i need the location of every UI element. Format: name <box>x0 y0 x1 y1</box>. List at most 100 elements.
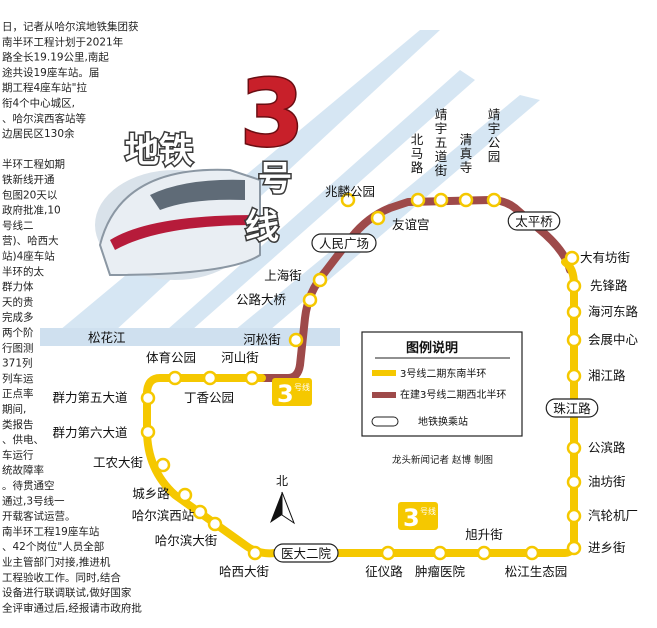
station-label-harbin-xizhan: 哈尔滨西站 <box>132 508 195 523</box>
station-dot-dayu-fang <box>564 250 580 266</box>
station-dot-qunli-5 <box>140 390 156 406</box>
article-line: 两个阶 <box>2 326 34 339</box>
station-label-qunli-6: 群力第六大道 <box>52 425 128 440</box>
article-line: 全评审通过后,经报请市政府批 <box>2 601 142 614</box>
station-dot-songjiang-shengtai <box>524 545 540 561</box>
station-label-haerbin-dajie: 哈尔滨大街 <box>155 533 218 548</box>
station-label-youyi-gong: 友谊宫 <box>392 217 430 232</box>
legend-item-red: 在建3号线二期西北半环 <box>400 388 506 401</box>
station-dot-chengxiang-lu <box>177 487 193 503</box>
station-dot-gongbin-lu <box>566 440 582 456</box>
station-dot-zhengyi-lu <box>380 545 396 561</box>
title-number-3: 3 <box>240 60 304 167</box>
article-line: 群力体 <box>2 280 34 293</box>
article-line: 设备进行联调联试,做好国家 <box>2 586 132 599</box>
north-arrow-right <box>281 491 296 525</box>
article-line: 开载客试运营。 <box>2 510 76 523</box>
article-line: 类报告 <box>2 418 34 431</box>
article-line: 期工程4座车站"拉 <box>2 81 88 94</box>
transfer-station-taiping-qiao <box>507 211 561 231</box>
article-line: 号线二 <box>2 219 34 232</box>
station-dot-haihe-donglu <box>566 304 582 320</box>
station-label-haihe-donglu: 海河东路 <box>588 304 639 319</box>
north-label: 北 <box>276 474 288 488</box>
article-line: 边居民区130余 <box>2 127 75 140</box>
station-dot-jinxiang-jie <box>566 540 582 556</box>
legend: 图例说明 3号线二期东南半环 在建3号线二期西北半环 地铁换乘站 <box>361 331 523 437</box>
station-dot-heshan-jie <box>244 370 260 386</box>
legend-swatch-transfer <box>371 416 399 427</box>
line-badge-west: 3 号线 <box>272 378 312 408</box>
station-label-gongnong-dajie: 工农大街 <box>93 455 143 470</box>
article-line: 车运行 <box>2 448 34 461</box>
station-label-zhongliu-yiyuan: 肿瘤医院 <box>415 564 466 579</box>
station-label-hesong-jie: 河松街 <box>243 332 281 347</box>
station-label-zhengyi-lu: 征仪路 <box>365 564 403 579</box>
station-dot-haxi-dajie <box>247 545 263 561</box>
article-line: 天的贵 <box>2 295 34 308</box>
article-line: 371列 <box>2 357 33 370</box>
station-label-gonglu-daqiao: 公路大桥 <box>236 292 287 307</box>
badge-bg <box>272 378 312 406</box>
station-label-tiyu-park: 体育公园 <box>146 350 196 365</box>
station-label-chengxiang-lu: 城乡路 <box>132 486 170 501</box>
station-dot-beima-lu <box>410 192 426 208</box>
station-markers <box>140 192 599 563</box>
station-dot-qiche-jichang <box>566 508 582 524</box>
legend-swatch-yellow <box>372 370 396 376</box>
article-line: 站)4座车站 <box>2 250 55 263</box>
station-label-jinxiang-jie: 进乡街 <box>588 540 626 555</box>
article-line: 途共设19座车站。届 <box>2 66 99 79</box>
article-line: 日，记者从哈尔滨地铁集团获 <box>2 20 139 33</box>
line-badge-south: 3 号线 <box>398 502 438 532</box>
article-line: 行图测 <box>2 341 34 354</box>
station-dot-xianfeng-lu <box>566 278 582 294</box>
station-label-haxi-dajie: 哈西大街 <box>219 564 269 579</box>
badge-word: 号线 <box>420 506 436 516</box>
station-dot-xiangjiang-lu <box>566 368 582 384</box>
station-label-yida-eryuan: 医大二院 <box>281 546 332 561</box>
river-diagonal-2 <box>150 70 475 345</box>
article-line: 半环工程如期 <box>2 158 65 171</box>
station-dot-gonglu-daqiao <box>302 292 318 308</box>
station-label-taiping-qiao: 太平桥 <box>515 214 553 229</box>
article-line: 。待贯通空 <box>2 479 55 492</box>
badge-number: 3 <box>403 504 420 532</box>
article-line: 正点率 <box>2 387 34 400</box>
article-line: 路全长19.19公里,南起 <box>2 51 109 64</box>
station-label-qiche-jichang: 汽轮机厂 <box>588 508 638 523</box>
badge-word: 号线 <box>294 382 310 392</box>
station-dot-jingyu-park <box>486 192 502 208</box>
station-dot-gongnong-dajie <box>155 457 171 473</box>
station-label-dingxiang-park: 丁香公园 <box>184 390 234 405</box>
station-dot-huizhan-zhongxin <box>566 332 582 348</box>
legend-item-yellow: 3号线二期东南半环 <box>400 367 486 380</box>
station-label-renmin-guangchang: 人民广场 <box>319 236 369 251</box>
article-line: 南半环工程19座车站 <box>2 525 100 538</box>
legend-title: 图例说明 <box>406 340 458 356</box>
title-hao: 号 <box>258 159 292 199</box>
station-dot-zhongliu-yiyuan <box>432 545 448 561</box>
station-dot-dingxiang-park <box>202 370 218 386</box>
article-line: 、哈尔滨西客站等 <box>2 112 86 125</box>
station-label-heshan-jie: 河山街 <box>221 350 259 365</box>
article-line: 、42个岗位"人员全部 <box>2 540 104 553</box>
station-dot-shanghai-jie <box>312 272 328 288</box>
title-xian: 线 <box>245 207 279 247</box>
station-label-jingyu-wudao: 靖宇五道街 <box>435 107 448 178</box>
north-arrow-left <box>270 492 282 523</box>
station-dot-qingzhen-si <box>458 192 474 208</box>
article-line: 政府批准,10 <box>2 204 61 217</box>
station-dot-youyi-gong <box>370 210 386 226</box>
article-line: 半环的太 <box>2 265 44 278</box>
station-label-youfang-jie: 油坊街 <box>588 474 626 489</box>
station-label-zhaolin-park: 兆麟公园 <box>325 184 375 199</box>
station-label-dayu-fang: 大有坊街 <box>580 250 630 265</box>
legend-swatch-red <box>372 392 396 398</box>
station-dot-tiyu-park <box>167 370 183 386</box>
title-art: 地铁 3 号 线 <box>95 59 306 280</box>
station-dot-qunli-6 <box>140 424 156 440</box>
station-labels: 兆麟公园友谊宫人民广场北马路靖宇五道街清真寺靖宇公园太平桥大有坊街先锋路海河东路… <box>52 107 638 579</box>
article-line: 统故障率 <box>2 464 44 477</box>
